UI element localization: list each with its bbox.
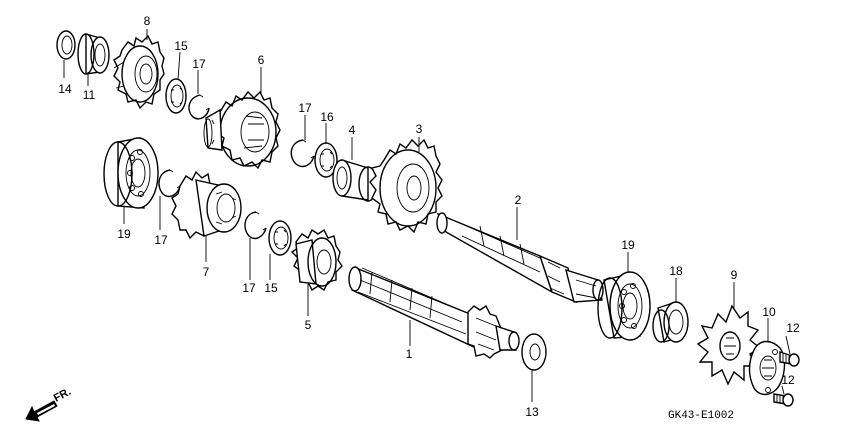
callout-4: 4 <box>349 123 356 137</box>
diagram-code: GK43-E1002 <box>668 410 734 422</box>
callout-9: 9 <box>731 268 738 282</box>
callout-19-left: 19 <box>117 227 131 241</box>
callout-10: 10 <box>762 305 776 319</box>
part-10-fixing-plate <box>748 340 786 395</box>
callout-numbers: 14 11 8 15 17 6 17 16 4 3 2 19 18 9 10 1… <box>58 14 800 419</box>
callout-3: 3 <box>416 122 423 136</box>
part-19-bearing-left <box>103 137 159 209</box>
callout-17-upper-middle: 17 <box>298 101 312 115</box>
callout-19-right: 19 <box>621 238 635 252</box>
callout-14: 14 <box>58 82 72 96</box>
callout-13: 13 <box>525 405 539 419</box>
part-2-countershaft <box>436 212 604 304</box>
callout-2: 2 <box>515 193 522 207</box>
part-19-bearing-right <box>597 271 651 341</box>
part-18-oil-seal <box>652 301 689 343</box>
callout-12-lower: 12 <box>781 373 795 387</box>
part-17-circlip-upper-left <box>188 94 210 120</box>
callout-15-upper: 15 <box>174 39 188 53</box>
front-arrow-icon <box>25 400 58 422</box>
part-14-washer <box>56 30 76 60</box>
part-4-bushing <box>332 159 378 202</box>
part-7-gear <box>171 170 242 240</box>
callout-6: 6 <box>258 53 265 67</box>
part-9-drive-sprocket <box>696 304 762 386</box>
callout-5: 5 <box>305 318 312 332</box>
part-17-circlip-upper-middle <box>290 139 315 168</box>
part-15-splined-washer-upper <box>165 78 187 114</box>
part-3-gear <box>369 138 443 234</box>
callout-17-upper-left: 17 <box>192 57 206 71</box>
part-17-circlip-lower-middle <box>244 211 267 240</box>
part-15-splined-washer-lower <box>268 220 292 256</box>
front-direction-indicator: FR. <box>25 386 73 422</box>
part-6-gear <box>203 90 281 170</box>
part-1-mainshaft <box>348 266 520 359</box>
callout-15-lower: 15 <box>264 281 278 295</box>
leader-lines <box>63 29 791 402</box>
callout-12-upper: 12 <box>786 321 800 335</box>
callout-7: 7 <box>203 265 210 279</box>
callout-17-lower-middle: 17 <box>242 281 256 295</box>
part-12-bolt-lower <box>773 393 794 407</box>
front-direction-label: FR. <box>52 386 73 405</box>
part-17-circlip-left <box>158 169 181 198</box>
part-13-washer <box>521 333 547 371</box>
callout-16: 16 <box>320 110 334 124</box>
callout-18: 18 <box>669 264 683 278</box>
callout-17-left: 17 <box>154 233 168 247</box>
callout-11: 11 <box>83 88 96 102</box>
callout-1: 1 <box>406 347 413 361</box>
part-12-bolt-upper <box>779 351 800 367</box>
part-11-bushing <box>77 33 110 75</box>
callout-8: 8 <box>144 14 151 28</box>
part-8-gear <box>113 34 165 110</box>
part-5-gear <box>290 228 343 292</box>
